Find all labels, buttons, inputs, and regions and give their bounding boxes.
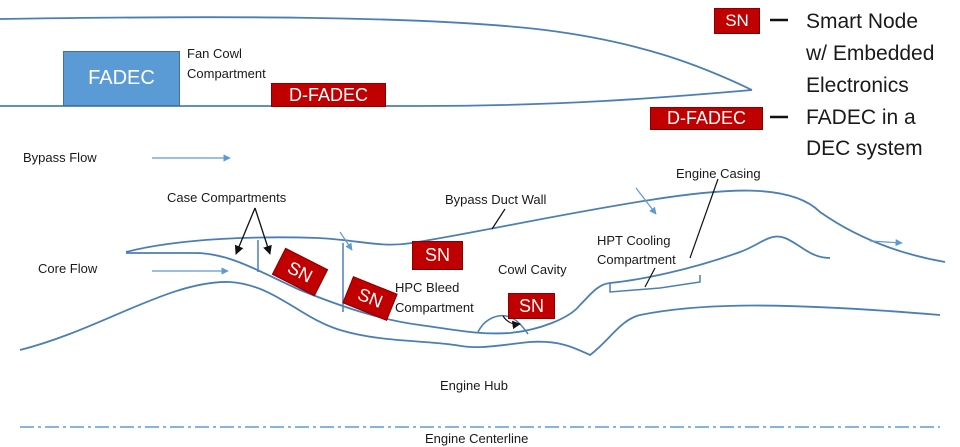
bypass-duct-wall-pointer xyxy=(491,208,506,230)
engine-casing-pointer xyxy=(689,178,719,259)
dfadec-box-nacelle: D-FADEC xyxy=(271,83,386,107)
hpc-bleed-label-2: Compartment xyxy=(395,300,474,315)
legend-sn-line3: Electronics xyxy=(806,74,909,97)
case-compartments-label: Case Compartments xyxy=(167,190,287,205)
legend-dfadec-line1: FADEC in a xyxy=(806,106,916,129)
smart-node-3: SN xyxy=(412,241,463,270)
hpt-cooling-compartment xyxy=(609,275,701,293)
hub-outline xyxy=(19,281,941,357)
legend-sn-line1: Smart Node xyxy=(806,10,919,33)
case-pointer-right xyxy=(254,207,272,255)
core-flow-label: Core Flow xyxy=(38,261,98,276)
cowl-cavity-pointer xyxy=(502,315,521,330)
exhaust-flow-arrow xyxy=(869,239,903,247)
legend-sn-line2: w/ Embedded xyxy=(806,42,935,65)
bleed-flow-arrow xyxy=(339,231,353,251)
nacelle-upper-outline xyxy=(0,16,753,91)
smart-node-4: SN xyxy=(508,293,555,319)
hpt-cooling-label-2: Compartment xyxy=(597,252,676,267)
engine-casing-label: Engine Casing xyxy=(676,166,761,181)
hpt-cooling-label-1: HPT Cooling xyxy=(597,233,671,248)
legend-dfadec-box: D-FADEC xyxy=(650,107,763,130)
cowl-cavity-label: Cowl Cavity xyxy=(498,262,567,277)
duct-flow-arrow xyxy=(635,187,657,215)
core-upper-line xyxy=(126,235,831,335)
hpc-bleed-label-1: HPC Bleed xyxy=(395,280,460,295)
engine-hub-label: Engine Hub xyxy=(440,378,508,393)
legend-dfadec-line2: DEC system xyxy=(806,137,923,160)
fan-cowl-label-2: Compartment xyxy=(187,66,266,81)
hpt-cooling-pointer xyxy=(644,267,656,288)
fan-cowl-label-1: Fan Cowl xyxy=(187,46,242,61)
engine-centerline-label: Engine Centerline xyxy=(425,431,529,446)
nacelle-lower-outline xyxy=(0,89,753,107)
legend-sn-box: SN xyxy=(714,8,760,34)
bypass-duct-wall-line xyxy=(125,189,946,263)
case-pointer-left xyxy=(234,207,256,255)
fadec-box: FADEC xyxy=(63,51,180,106)
bypass-flow-label: Bypass Flow xyxy=(23,150,97,165)
bypass-duct-wall-label: Bypass Duct Wall xyxy=(445,192,547,207)
